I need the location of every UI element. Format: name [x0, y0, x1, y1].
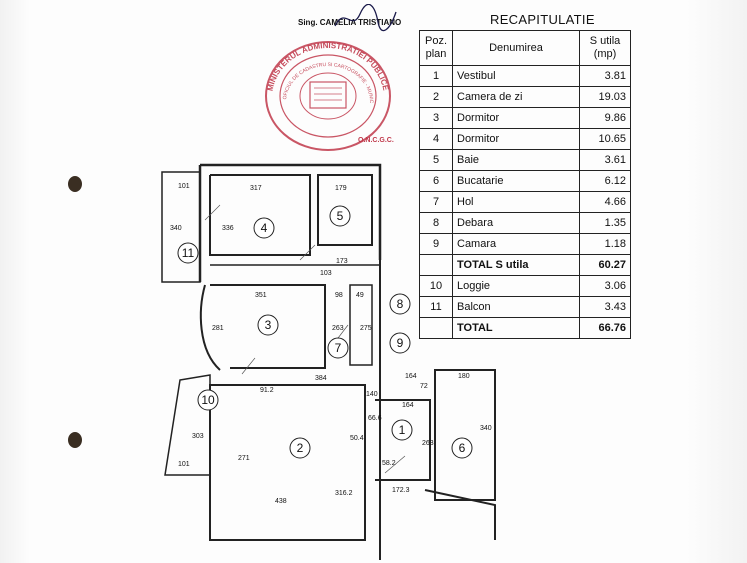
room-number: 4 [261, 221, 268, 235]
row-value: 6.12 [579, 170, 631, 192]
dim-label: 164 [402, 402, 414, 409]
dim-label: 263 [332, 325, 344, 332]
dim-label: 173 [336, 258, 348, 265]
dim-label: 164 [405, 373, 417, 380]
row-value: 19.03 [579, 86, 631, 108]
dim-label: 263 [422, 440, 434, 447]
row-value: 3.43 [579, 296, 631, 318]
room-number: 5 [337, 209, 344, 223]
dim-label: 179 [335, 185, 347, 192]
col-poz: Poz. plan [419, 30, 453, 66]
row-value: 4.66 [579, 191, 631, 213]
dim-label: 103 [320, 270, 332, 277]
dim-label: 172.3 [392, 487, 410, 494]
row-value: 60.27 [579, 254, 631, 276]
dim-label: 50.4 [350, 435, 364, 442]
room-number: 11 [182, 246, 195, 260]
dim-label: 180 [458, 373, 470, 380]
dim-label: 438 [275, 498, 287, 505]
dim-label: 336 [222, 225, 234, 232]
row-value: 3.06 [579, 275, 631, 297]
row-name: Dormitor [452, 128, 580, 150]
dim-label: 351 [255, 292, 267, 299]
col-suprafata: S utila (mp) [579, 30, 631, 66]
row-name: Balcon [452, 296, 580, 318]
room-number: 9 [397, 336, 404, 350]
row-name: Dormitor [452, 107, 580, 129]
room-number: 3 [265, 318, 272, 332]
row-name: Vestibul [452, 65, 580, 87]
stamp-bottom-text: O.N.C.G.C. [358, 137, 394, 144]
page-left-margin [0, 0, 30, 563]
row-num: 3 [419, 107, 453, 129]
punch-hole-top [68, 176, 82, 192]
room-number: 2 [297, 441, 304, 455]
row-value: 3.61 [579, 149, 631, 171]
dim-label: 140 [366, 391, 378, 398]
dim-label: 384 [315, 375, 327, 382]
row-name: Camara [452, 233, 580, 255]
room-number: 8 [397, 297, 404, 311]
dim-label: 317 [250, 185, 262, 192]
row-value: 1.18 [579, 233, 631, 255]
row-num: 4 [419, 128, 453, 150]
dim-label: 316.2 [335, 490, 353, 497]
row-name: Baie [452, 149, 580, 171]
dim-label: 98 [335, 292, 343, 299]
handwritten-signature [334, 4, 397, 32]
recap-title: RECAPITULATIE [490, 12, 595, 27]
row-num: 1 [419, 65, 453, 87]
dim-label: 340 [480, 425, 492, 432]
floor-plan: 101 317 179 340 336 173 103 351 98 49 28… [161, 163, 496, 560]
row-num: 2 [419, 86, 453, 108]
official-stamp: MINISTERUL ADMINISTRATIEI PUBLICE OFICIU… [262, 36, 394, 151]
row-value: 10.65 [579, 128, 631, 150]
row-name: TOTAL [452, 317, 580, 339]
row-name: Camera de zi [452, 86, 580, 108]
row-value: 3.81 [579, 65, 631, 87]
dim-label: 303 [192, 433, 204, 440]
dim-label: 101 [178, 461, 190, 468]
dim-label: 101 [178, 183, 190, 190]
dim-label: 91.2 [260, 387, 274, 394]
row-value: 1.35 [579, 212, 631, 234]
page-right-margin [687, 0, 747, 563]
col-poz-label: Poz. plan [424, 35, 447, 60]
room-number: 6 [459, 441, 466, 455]
table-header-row: Poz. plan Denumirea S utila (mp) [419, 30, 631, 66]
dim-label: 275 [360, 325, 372, 332]
room-number: 7 [335, 341, 342, 355]
room-number: 1 [399, 423, 406, 437]
dim-label: 66.6 [368, 415, 382, 422]
dim-label: 72 [420, 383, 428, 390]
punch-hole-bottom [68, 432, 82, 448]
signature-label: Sing. CAMELIA TRISTIANO [298, 18, 402, 27]
dim-label: 340 [170, 225, 182, 232]
dim-label: 58.2 [382, 460, 396, 467]
room-number: 10 [201, 393, 215, 407]
dim-label: 49 [356, 292, 364, 299]
col-suprafata-label: S utila (mp) [589, 35, 621, 60]
row-value: 9.86 [579, 107, 631, 129]
row-value: 66.76 [579, 317, 631, 339]
col-denumirea: Denumirea [452, 30, 580, 66]
dim-label: 271 [238, 455, 250, 462]
dim-label: 281 [212, 325, 224, 332]
